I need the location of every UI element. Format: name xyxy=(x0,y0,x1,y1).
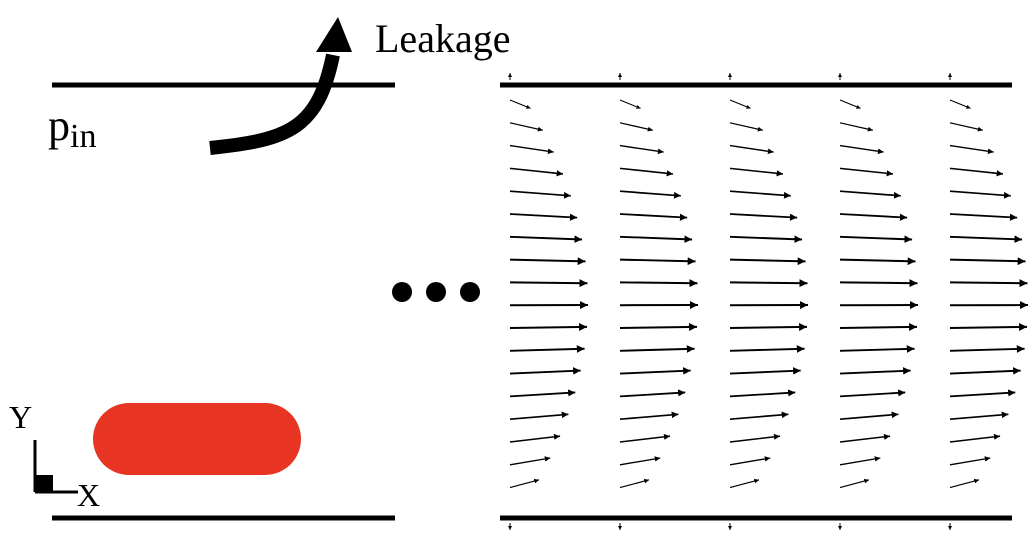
velocity-vector xyxy=(729,433,781,443)
velocity-vector xyxy=(839,144,884,155)
velocity-vector xyxy=(949,257,1026,266)
x-axis-label: X xyxy=(77,477,100,513)
velocity-vector xyxy=(729,144,774,155)
velocity-vector xyxy=(839,235,913,244)
velocity-vector xyxy=(729,167,784,177)
velocity-vector xyxy=(729,122,763,132)
velocity-vector xyxy=(729,345,805,353)
velocity-vector xyxy=(619,279,698,288)
velocity-vector xyxy=(729,190,791,199)
velocity-vector xyxy=(839,257,916,266)
pressure-subscript: in xyxy=(70,118,96,155)
velocity-vector xyxy=(949,99,971,109)
velocity-vector xyxy=(949,433,1001,443)
velocity-vector xyxy=(729,411,789,421)
velocity-vector xyxy=(949,213,1018,221)
velocity-vector xyxy=(619,389,686,398)
velocity-vector xyxy=(949,122,983,132)
velocity-vector xyxy=(839,213,908,221)
velocity-vector xyxy=(619,411,679,421)
velocity-vector xyxy=(839,279,918,288)
velocity-vector xyxy=(729,478,760,489)
velocity-vector xyxy=(729,235,803,244)
velocity-vector xyxy=(509,345,585,353)
leakage-arrow-icon xyxy=(209,17,352,155)
velocity-vector xyxy=(509,190,571,199)
pressure-symbol: p xyxy=(48,101,70,150)
velocity-vector xyxy=(949,456,991,466)
velocity-vector xyxy=(509,367,581,375)
velocity-vector xyxy=(839,190,901,199)
velocity-vector xyxy=(619,257,696,266)
velocity-vector xyxy=(729,213,798,221)
velocity-vector xyxy=(839,167,894,177)
velocity-vector xyxy=(839,433,891,443)
velocity-vector xyxy=(839,478,870,489)
velocity-vector xyxy=(839,411,899,421)
velocity-vector xyxy=(729,367,801,375)
velocity-vector xyxy=(509,122,543,132)
velocity-vector xyxy=(729,279,808,288)
red-blood-cell xyxy=(93,403,301,475)
velocity-vector xyxy=(619,144,664,155)
velocity-vector xyxy=(509,99,531,109)
velocity-vector xyxy=(949,345,1025,353)
velocity-vector xyxy=(509,456,551,466)
velocity-vector xyxy=(619,99,641,109)
velocity-vector-field xyxy=(508,73,1028,530)
ellipsis-dots-icon xyxy=(392,282,480,302)
velocity-vector xyxy=(729,323,808,331)
velocity-vector xyxy=(949,323,1028,331)
velocity-vector xyxy=(949,144,994,155)
velocity-vector xyxy=(839,99,861,109)
velocity-vector xyxy=(839,345,915,353)
velocity-vector xyxy=(729,257,806,266)
velocity-vector xyxy=(949,389,1016,398)
velocity-vector xyxy=(619,122,653,132)
velocity-vector xyxy=(729,389,796,398)
velocity-vector xyxy=(839,456,881,466)
velocity-vector xyxy=(839,122,873,132)
velocity-vector xyxy=(509,235,583,244)
velocity-vector xyxy=(509,167,564,177)
velocity-vector xyxy=(949,279,1028,288)
velocity-vector xyxy=(619,213,688,221)
velocity-vector xyxy=(839,367,911,375)
coordinate-axes-icon xyxy=(33,440,78,494)
velocity-vector xyxy=(509,478,540,489)
velocity-vector xyxy=(619,190,681,199)
velocity-vector xyxy=(619,478,650,489)
velocity-vector xyxy=(619,167,674,177)
velocity-vector xyxy=(839,323,918,331)
velocity-vector xyxy=(509,389,576,398)
velocity-vector xyxy=(509,323,588,331)
velocity-vector xyxy=(619,345,695,353)
velocity-vector xyxy=(619,323,698,331)
velocity-vector xyxy=(949,478,980,489)
velocity-vector xyxy=(509,411,569,421)
velocity-vector xyxy=(729,99,751,109)
velocity-vector xyxy=(509,279,588,288)
velocity-vector xyxy=(509,144,554,155)
velocity-vector xyxy=(509,257,586,266)
velocity-vector xyxy=(619,456,661,466)
velocity-vector xyxy=(509,213,578,221)
velocity-vector xyxy=(619,235,693,244)
velocity-vector xyxy=(729,456,771,466)
velocity-vector xyxy=(619,367,691,375)
y-axis-label: Y xyxy=(9,399,32,435)
velocity-vector xyxy=(949,167,1004,177)
velocity-vector xyxy=(949,367,1021,375)
velocity-vector xyxy=(949,190,1011,199)
leakage-label: Leakage xyxy=(375,16,510,61)
velocity-vector xyxy=(949,235,1023,244)
velocity-vector xyxy=(619,433,671,443)
velocity-vector xyxy=(509,433,561,443)
inlet-pressure-label: pin xyxy=(48,101,96,155)
velocity-vector xyxy=(839,389,906,398)
velocity-vector xyxy=(949,411,1009,421)
